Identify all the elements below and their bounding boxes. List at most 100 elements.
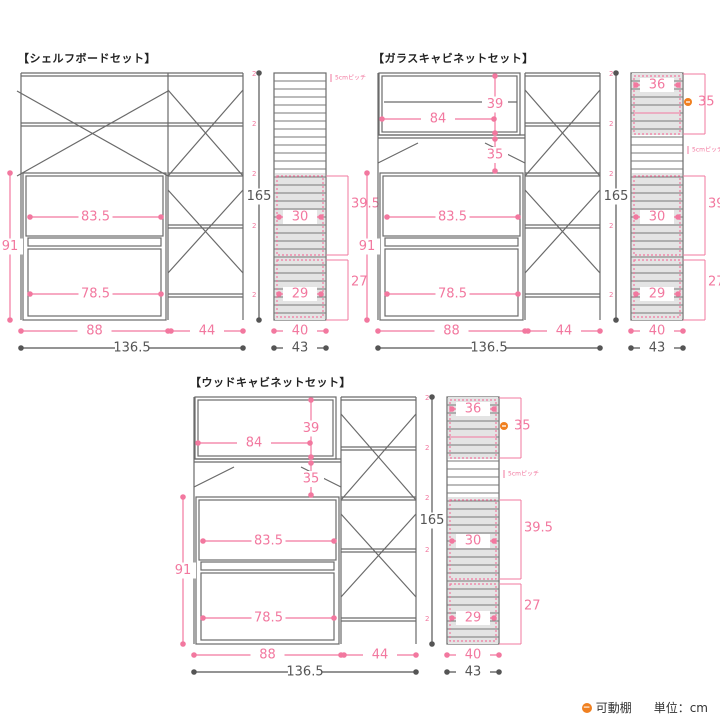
gap-dim-label: 35 (303, 472, 320, 487)
top-height-dim-dot (308, 454, 314, 460)
left-width-dim-dot (191, 652, 197, 658)
cabinet-drawer-front (384, 237, 519, 247)
gap-dim-label: 35 (487, 148, 504, 163)
inner-width-top-dim-label-bg (435, 210, 470, 224)
depth-lower-dim-label: 29 (649, 287, 666, 302)
depth-total-dim-dot (323, 345, 329, 351)
x-brace (340, 513, 417, 598)
inner-width-top-dim-label-bg (251, 534, 286, 548)
left-width-dim-label: 88 (443, 324, 460, 339)
gap-dim-dot (492, 168, 498, 174)
inner-width-top-dim-label-bg (78, 210, 113, 224)
total-width-dim-label-bg (115, 341, 149, 355)
x-brace (167, 89, 244, 177)
top-height-dim-label: 39 (303, 421, 320, 436)
side-lower-label: 27 (524, 599, 541, 614)
shelf-thickness-label: 2 (609, 170, 613, 178)
pitch-label: 5cmピッチ (692, 147, 720, 154)
depth-upper-dim-label-bg (456, 534, 490, 548)
depth-upper-dim-dot (318, 214, 324, 220)
shelf-thickness-label: 2 (425, 394, 429, 402)
cabinet-drawer (200, 572, 335, 641)
right-width-dim-label-bg (363, 648, 397, 662)
cabinet-height-dim-dot (7, 317, 13, 323)
set-title-shelf-board: 【シェルフボードセット】 (18, 52, 156, 65)
right-width-dim-dot (168, 328, 174, 334)
total-width-dim-dot (191, 669, 197, 675)
cabinet-height-dim-label-bg (170, 562, 196, 579)
depth-total-dim-label: 43 (465, 665, 482, 680)
shelf-thickness-label: 2 (609, 222, 613, 230)
cabinet-height-dim-dot (180, 494, 186, 500)
inner-width-bottom-dim-dot (200, 615, 206, 621)
total-height-dim-label-bg (603, 188, 629, 205)
cabinet-height-dim-label: 91 (2, 239, 19, 254)
right-width-dim-dot (525, 328, 531, 334)
top-depth-dim-dot (449, 406, 455, 412)
side-lower-label: 27 (708, 275, 720, 290)
depth-lower-dim-dot (276, 291, 282, 297)
top-height-dim-label-bg (298, 420, 324, 437)
top-width-dim-label: 84 (246, 436, 263, 451)
total-height-dim-label: 165 (604, 189, 629, 204)
depth-lower-dim-dot (633, 291, 639, 297)
total-width-dim-label: 136.5 (470, 341, 507, 356)
inner-width-bottom-dim-label: 78.5 (254, 611, 283, 626)
total-width-dim-dot (18, 345, 24, 351)
total-height-dim-dot (256, 70, 262, 76)
inner-width-top-dim-dot (200, 538, 206, 544)
right-width-dim-dot (240, 328, 246, 334)
gap-dim-dot (492, 136, 498, 142)
depth-total-dim-label: 43 (292, 341, 309, 356)
x-brace (16, 90, 169, 177)
set-title-wood-cabinet: 【ウッドキャビネットセット】 (190, 376, 351, 389)
top-depth-dim-label: 36 (649, 78, 666, 93)
inner-width-bottom-dim-dot (27, 291, 33, 297)
inner-width-bottom-dim-label: 78.5 (438, 287, 467, 302)
x-brace (340, 413, 417, 501)
top-side-label: 35 (698, 95, 715, 110)
depth-upper-dim-label-bg (640, 210, 674, 224)
depth-total-dim-label-bg (640, 341, 674, 355)
total-height-dim-label: 165 (247, 189, 272, 204)
depth-lower-dim-label-bg (283, 287, 317, 301)
total-width-dim-label: 136.5 (113, 341, 150, 356)
shelf-thickness-label: 2 (252, 291, 256, 299)
total-width-dim-label-bg (472, 341, 506, 355)
depth-lower-dim-dot (449, 615, 455, 621)
left-width-dim-dot (375, 328, 381, 334)
top-width-dim-dot (195, 440, 201, 446)
depth-total-dim-dot (496, 669, 502, 675)
cabinet-door (382, 175, 521, 237)
shelf-thickness-label: 2 (609, 291, 613, 299)
depth-upper-dim-dot (276, 214, 282, 220)
right-width-dim-dot (597, 328, 603, 334)
inner-width-top-dim-label: 83.5 (438, 210, 467, 225)
cabinet-height-dim-dot (364, 317, 370, 323)
shelf-thickness-label: 2 (252, 170, 256, 178)
total-height-dim-dot (429, 394, 435, 400)
cabinet-drawer (384, 248, 519, 317)
depth-upper-dim-label: 30 (292, 210, 309, 225)
brace (193, 466, 235, 488)
depth-inner-dim-label-bg (640, 324, 674, 338)
cabinet-drawer-front (27, 237, 162, 247)
side-lower-space (633, 259, 681, 318)
shelf-thickness-label: 2 (425, 546, 429, 554)
total-height-dim-dot (613, 317, 619, 323)
gap-dim-label-bg (482, 147, 508, 163)
depth-total-dim-dot (628, 345, 634, 351)
gap-dim-label-bg (298, 471, 324, 487)
right-width-dim-label: 44 (372, 648, 389, 663)
shelf-thickness-label: 2 (252, 120, 256, 128)
side-lower-space (449, 583, 497, 642)
cabinet-height-dim-dot (180, 641, 186, 647)
top-width-dim-label-bg (237, 436, 271, 450)
top-side-label: 35 (514, 419, 531, 434)
left-width-dim-label-bg (250, 648, 285, 662)
cabinet-door (198, 499, 337, 561)
depth-upper-dim-dot (449, 538, 455, 544)
side-lower-space (276, 259, 324, 318)
unit-label: 単位：cm (653, 701, 708, 715)
